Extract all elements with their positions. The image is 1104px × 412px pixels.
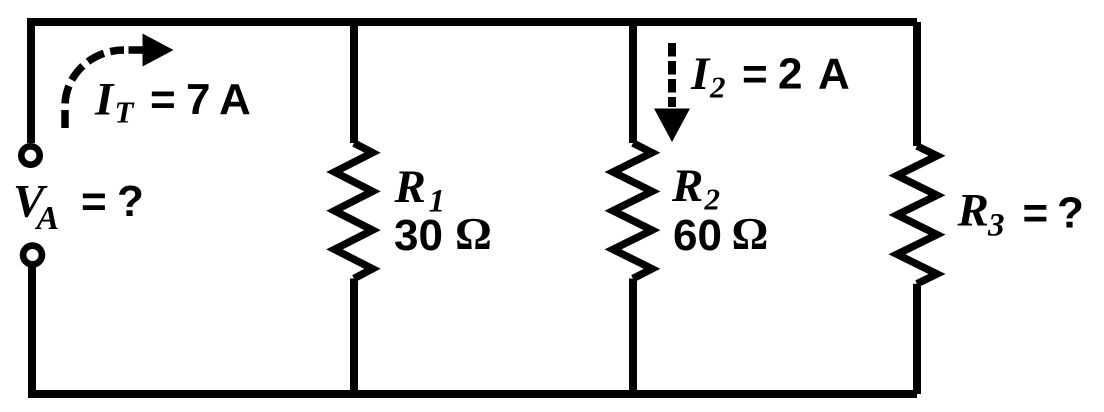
svg-text:7: 7 [186, 75, 210, 124]
svg-text:?: ? [117, 177, 144, 226]
svg-text:A: A [219, 75, 251, 124]
svg-text:I: I [94, 74, 115, 126]
svg-text:30: 30 [394, 211, 443, 260]
svg-text:A: A [35, 200, 60, 237]
svg-text:?: ? [1057, 189, 1084, 238]
svg-text:I: I [690, 48, 711, 100]
svg-text:60: 60 [673, 211, 722, 260]
svg-text:2: 2 [709, 70, 726, 105]
svg-text:1: 1 [429, 184, 446, 220]
svg-text:Ω: Ω [455, 208, 492, 259]
svg-text:R: R [671, 160, 703, 212]
svg-text:=: = [742, 50, 768, 99]
svg-text:=: = [150, 75, 176, 124]
svg-text:=: = [1023, 189, 1049, 238]
svg-text:2: 2 [704, 182, 721, 217]
svg-text:A: A [818, 50, 850, 99]
svg-text:3: 3 [987, 208, 1005, 244]
svg-text:R: R [957, 185, 989, 237]
svg-text:R: R [394, 161, 426, 213]
svg-text:T: T [115, 95, 135, 130]
svg-text:=: = [81, 177, 107, 226]
svg-text:Ω: Ω [732, 208, 769, 259]
svg-text:V: V [13, 175, 48, 227]
svg-text:2: 2 [778, 50, 802, 99]
